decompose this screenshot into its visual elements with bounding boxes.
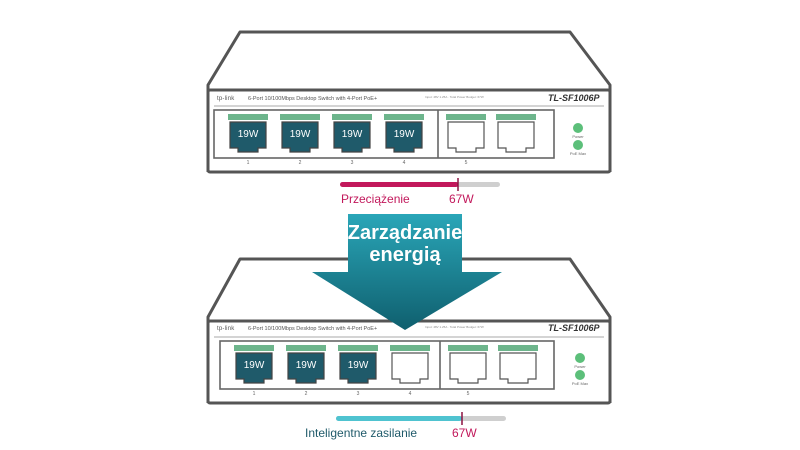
top-bar-fill: [340, 182, 459, 187]
top-power-led-label: Power: [572, 134, 584, 139]
bottom-switch-drawing: [206, 257, 612, 405]
bottom-port-number-3: 3: [356, 391, 360, 397]
bottom-bar-value: 67W: [452, 426, 477, 440]
top-bar-label: Przeciążenie: [341, 192, 410, 206]
bottom-port-2-watt: 19W: [295, 360, 317, 371]
bottom-port-1-watt: 19W: [243, 360, 265, 371]
bottom-bar-label: Inteligentne zasilanie: [305, 426, 418, 440]
top-brand-logo: tp-link: [217, 96, 235, 102]
top-port-1-watt: 19W: [237, 129, 259, 140]
bottom-power-led-icon: [575, 353, 585, 363]
bottom-brand-logo: tp-link: [217, 326, 235, 332]
top-port-3-watt: 19W: [341, 129, 363, 140]
top-bar-value: 67W: [449, 192, 474, 206]
bottom-bar-fill: [336, 416, 462, 421]
bottom-poe-max-led-icon: [575, 370, 585, 380]
arrow-caption-line-1: Zarządzanie: [347, 222, 463, 244]
top-switch-description: 6-Port 10/100Mbps Desktop Switch with 4-…: [248, 96, 378, 102]
arrow-caption: Zarządzanie energią: [330, 222, 480, 266]
arrow-caption-line-2: energią: [369, 244, 441, 266]
top-port-number-2: 2: [298, 160, 302, 166]
bottom-port-3-watt: 19W: [347, 360, 369, 371]
bottom-switch-description: 6-Port 10/100Mbps Desktop Switch with 4-…: [248, 326, 378, 332]
top-port-4-watt: 19W: [393, 129, 415, 140]
bottom-port-number-5: 5: [466, 391, 470, 397]
down-arrow-icon: [312, 214, 502, 330]
top-port-number-4: 4: [402, 160, 406, 166]
top-power-led-icon: [573, 123, 583, 133]
bottom-port-number-1: 1: [252, 391, 256, 397]
bottom-spec-text: Input: 48V 1.25A · Total Power Budget: 6…: [425, 325, 484, 329]
bottom-poe-max-led-label: PoE Max: [571, 381, 589, 386]
top-port-number-1: 1: [246, 160, 250, 166]
bottom-switch: tp-link 6-Port 10/100Mbps Desktop Switch…: [0, 245, 800, 405]
top-switch-drawing: [206, 30, 612, 174]
top-uplink-ports: [446, 114, 536, 153]
bottom-port-number-4: 4: [408, 391, 412, 397]
top-port-2-watt: 19W: [289, 129, 311, 140]
top-spec-text: Input: 48V 1.25A · Total Power Budget: 6…: [425, 95, 484, 99]
top-poe-max-led-label: PoE Max: [569, 151, 587, 156]
top-model-name: TL-SF1006P: [548, 93, 600, 103]
bottom-uplink-ports: [448, 345, 538, 384]
bottom-port-number-2: 2: [304, 391, 308, 397]
top-switch: tp-link 6-Port 10/100Mbps Desktop Switch…: [0, 10, 800, 174]
top-port-number-3: 3: [350, 160, 354, 166]
bottom-power-led-label: Power: [574, 364, 586, 369]
top-port-number-5: 5: [464, 160, 468, 166]
bottom-model-name: TL-SF1006P: [548, 323, 600, 333]
top-poe-max-led-icon: [573, 140, 583, 150]
bottom-poe-ports: [234, 345, 430, 384]
top-poe-ports: [228, 114, 424, 153]
